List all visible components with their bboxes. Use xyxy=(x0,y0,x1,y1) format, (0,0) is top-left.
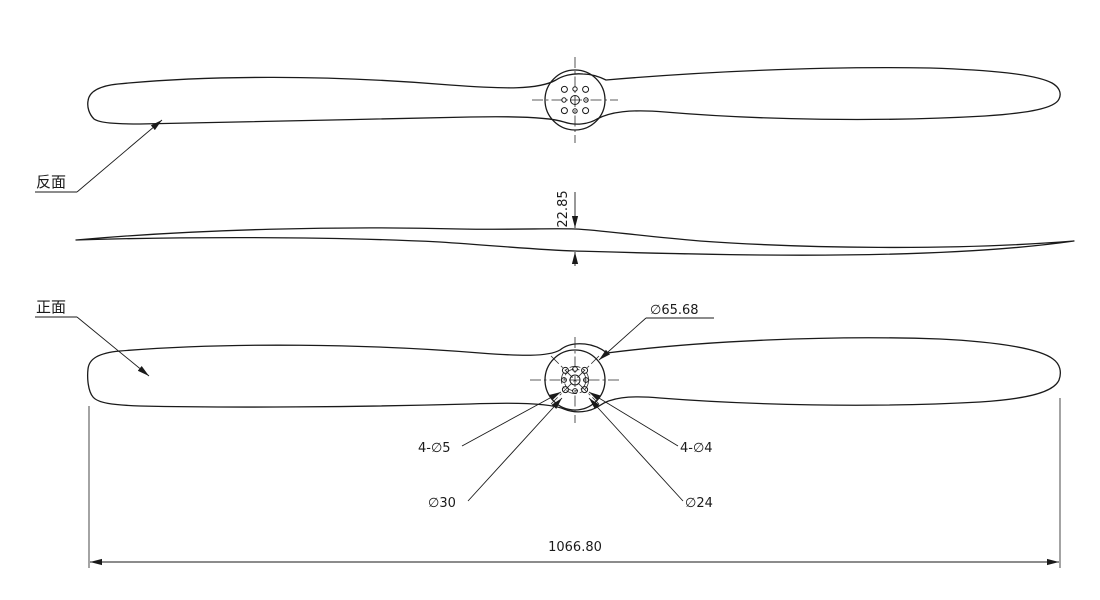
front-hub-hole-5 xyxy=(561,366,569,374)
front-view-callout: 正面 xyxy=(35,298,150,377)
back-label-leader xyxy=(76,119,163,193)
front-hub-hole-4 xyxy=(561,377,567,383)
back-hub-hole xyxy=(561,97,567,103)
back-view xyxy=(87,57,1061,143)
front-hub-hole-5 xyxy=(581,366,589,374)
back-hub-hole xyxy=(560,85,568,93)
hub-thickness-dimension: 22.85 xyxy=(556,190,571,227)
bolt-circle-24-dimension: ∅24 xyxy=(685,496,713,511)
hub-diameter-leader xyxy=(598,317,647,361)
side-view: 22.85 xyxy=(75,190,1075,266)
bolt-circle-30-dimension: ∅30 xyxy=(428,496,456,511)
front-view-label: 正面 xyxy=(36,298,66,316)
bolt-circle-24-leader xyxy=(588,397,684,502)
back-hub-hole xyxy=(560,107,568,115)
holes-large-dimension: 4-∅5 xyxy=(418,441,451,456)
overall-length-dimension: 1066.80 xyxy=(548,540,602,555)
front-hub-hole-4 xyxy=(572,388,578,394)
bolt-circle-30-callout: ∅30 xyxy=(428,397,563,511)
front-view-blade-outline xyxy=(87,337,1061,413)
holes-small-leader xyxy=(588,391,679,447)
front-hub-hole-5 xyxy=(561,386,569,394)
front-hub-hole-4 xyxy=(583,377,589,383)
hub-diameter-callout: ∅65.68 xyxy=(598,303,714,361)
holes-large-callout: 4-∅5 xyxy=(418,391,562,456)
front-label-leader xyxy=(76,316,150,377)
side-view-profile xyxy=(75,227,1075,256)
bolt-circle-24-callout: ∅24 xyxy=(588,397,713,511)
holes-large-leader xyxy=(461,391,562,447)
back-view-label: 反面 xyxy=(36,173,66,191)
back-hub-hole xyxy=(583,97,589,103)
bolt-circle-30-leader xyxy=(467,397,563,502)
back-hub-hole xyxy=(582,85,590,93)
back-hub-center-hole xyxy=(570,95,580,105)
front-hub-hole-4 xyxy=(572,366,578,372)
front-hub-hole-5 xyxy=(581,386,589,394)
back-view-blade-outline xyxy=(87,66,1061,125)
front-hub-centerline-diagonal-2 xyxy=(550,355,600,405)
back-hub-hole xyxy=(582,107,590,115)
back-view-callout: 反面 xyxy=(35,119,163,193)
front-view xyxy=(87,337,1061,423)
front-hub-center-hole xyxy=(569,374,581,386)
back-hub-hole xyxy=(572,86,578,92)
hub-diameter-dimension: ∅65.68 xyxy=(650,303,699,318)
front-bolt-circle-24 xyxy=(563,368,587,392)
holes-small-dimension: 4-∅4 xyxy=(680,441,713,456)
overall-length-dimension-group: 1066.80 xyxy=(88,398,1061,568)
holes-small-callout: 4-∅4 xyxy=(588,391,713,456)
back-hub-hole xyxy=(572,108,578,114)
